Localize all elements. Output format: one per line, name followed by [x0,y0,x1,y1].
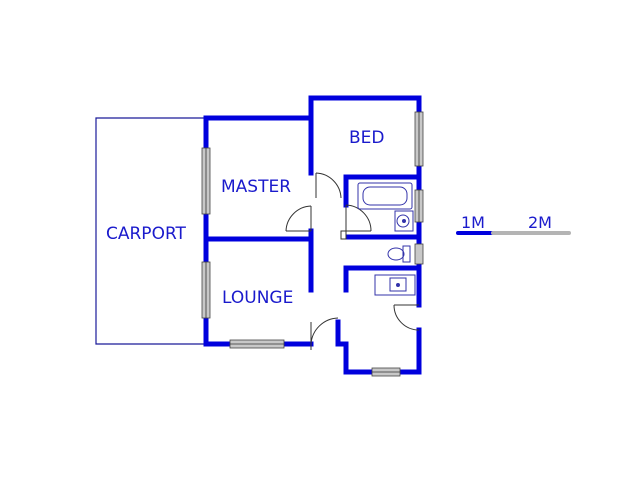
kitchen-sink-icon [374,274,416,296]
carport-outline [95,117,206,345]
bathtub-icon [357,182,413,210]
scale-label-2m: 2M [528,213,552,232]
basin-icon [394,210,414,232]
walls [203,95,422,375]
door-swings [285,172,420,350]
scale-label-1m: 1M [461,213,485,232]
room-label-bed: BED [349,128,385,148]
toilet-icon [387,245,411,263]
room-label-lounge: LOUNGE [222,288,293,308]
windows [201,111,424,377]
room-label-carport: CARPORT [106,224,187,244]
room-label-master: MASTER [221,177,291,197]
